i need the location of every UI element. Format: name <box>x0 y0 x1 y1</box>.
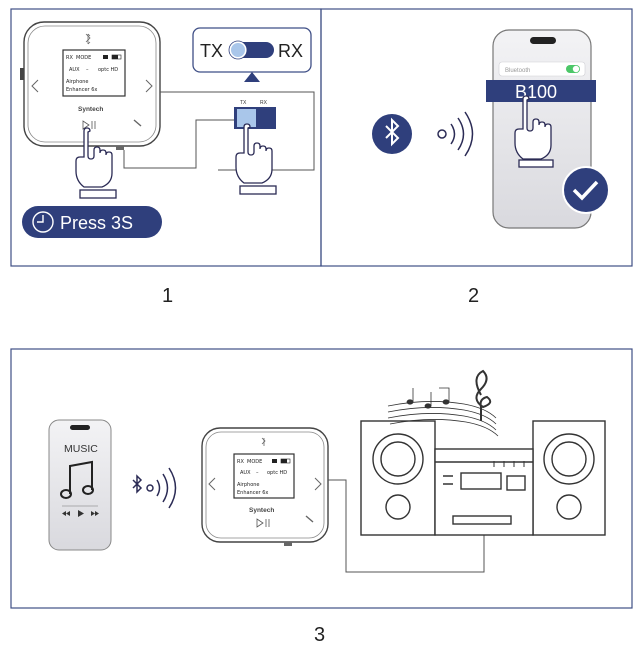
step1-hand-press <box>75 127 117 199</box>
phone-notch <box>70 425 90 430</box>
phone-notch <box>530 37 556 44</box>
bluetooth-icon <box>132 474 143 494</box>
screen-enhancer-label: Enhancer 6x <box>66 87 97 93</box>
bluetooth-icon <box>85 33 91 45</box>
right-arrow-icon <box>145 79 153 93</box>
check-icon <box>572 180 599 201</box>
bluetooth-icon <box>261 437 266 446</box>
play-pause-icon <box>256 518 264 528</box>
press-label: Press 3S <box>60 213 133 233</box>
step2-number: 2 <box>468 285 479 307</box>
music-note-icon <box>60 460 94 499</box>
bluetooth-setting-label: Bluetooth <box>505 68 530 74</box>
step3-device: RX MODE AUX – optc HD Airphone Enhancer … <box>201 427 329 546</box>
stereo-system <box>360 420 606 536</box>
check-badge <box>562 166 610 214</box>
small-tx-label: TX <box>240 100 247 106</box>
screen-device-label: Airphone <box>237 482 260 488</box>
screen-input-label: AUX <box>240 470 251 476</box>
bluetooth-icon <box>385 117 400 147</box>
bluetooth-badge <box>372 114 412 154</box>
lanyard-slot-icon <box>305 515 314 523</box>
step1-hand-switch <box>235 123 277 195</box>
signal-waves <box>437 111 474 157</box>
switch-rx-label: RX <box>278 41 303 61</box>
forward-icon <box>91 511 99 516</box>
phone-title: MUSIC <box>64 443 98 455</box>
left-arrow-icon <box>208 477 216 491</box>
rewind-icon <box>62 511 70 516</box>
device-name-banner <box>486 80 596 102</box>
screen-separator: – <box>256 470 259 476</box>
play-icon <box>78 510 84 517</box>
treble-clef-icon <box>475 369 492 421</box>
clock-icon <box>32 211 54 233</box>
step1-device: RX MODE AUX – optc HD Airphone Enhancer … <box>20 21 161 150</box>
screen-codec-label: optc HD <box>267 470 287 476</box>
aux-cable <box>328 479 485 573</box>
step1-number: 1 <box>162 285 173 307</box>
step2-panel <box>320 8 633 267</box>
tap-hand <box>514 95 552 160</box>
speaker-icon <box>103 55 108 59</box>
screen-enhancer-label: Enhancer 6x <box>237 490 268 496</box>
speaker-icon <box>272 459 277 463</box>
screen-separator: – <box>86 67 89 73</box>
device-brand: Syntech <box>78 106 103 113</box>
step3-number: 3 <box>314 624 325 646</box>
right-arrow-icon <box>314 477 322 491</box>
music-notes <box>387 369 499 437</box>
tx-rx-callout: TX RX <box>192 27 312 82</box>
connector-line-2 <box>123 119 236 169</box>
screen-codec-label: optc HD <box>98 67 118 73</box>
screen-mode-label: MODE <box>247 459 262 465</box>
step3-bluetooth-signal <box>132 467 177 509</box>
lanyard-slot-icon <box>133 119 142 127</box>
screen-mode-left: RX <box>237 459 244 465</box>
step3-phone: MUSIC <box>48 419 112 551</box>
screen-device-label: Airphone <box>66 79 89 85</box>
left-arrow-icon <box>31 79 39 93</box>
device-name: B100 <box>515 82 557 102</box>
play-pause-icon <box>82 120 90 130</box>
screen-input-label: AUX <box>69 67 80 73</box>
press-3s-pill: Press 3S <box>22 206 162 238</box>
screen-mode-left: RX <box>66 55 73 61</box>
screen-mode-label: MODE <box>76 55 91 61</box>
small-switch: TX RX <box>234 100 276 129</box>
step3-panel <box>10 348 633 609</box>
switch-tx-label: TX <box>200 41 223 61</box>
side-port <box>20 68 24 80</box>
small-rx-label: RX <box>260 100 268 106</box>
device-brand: Syntech <box>249 507 274 514</box>
